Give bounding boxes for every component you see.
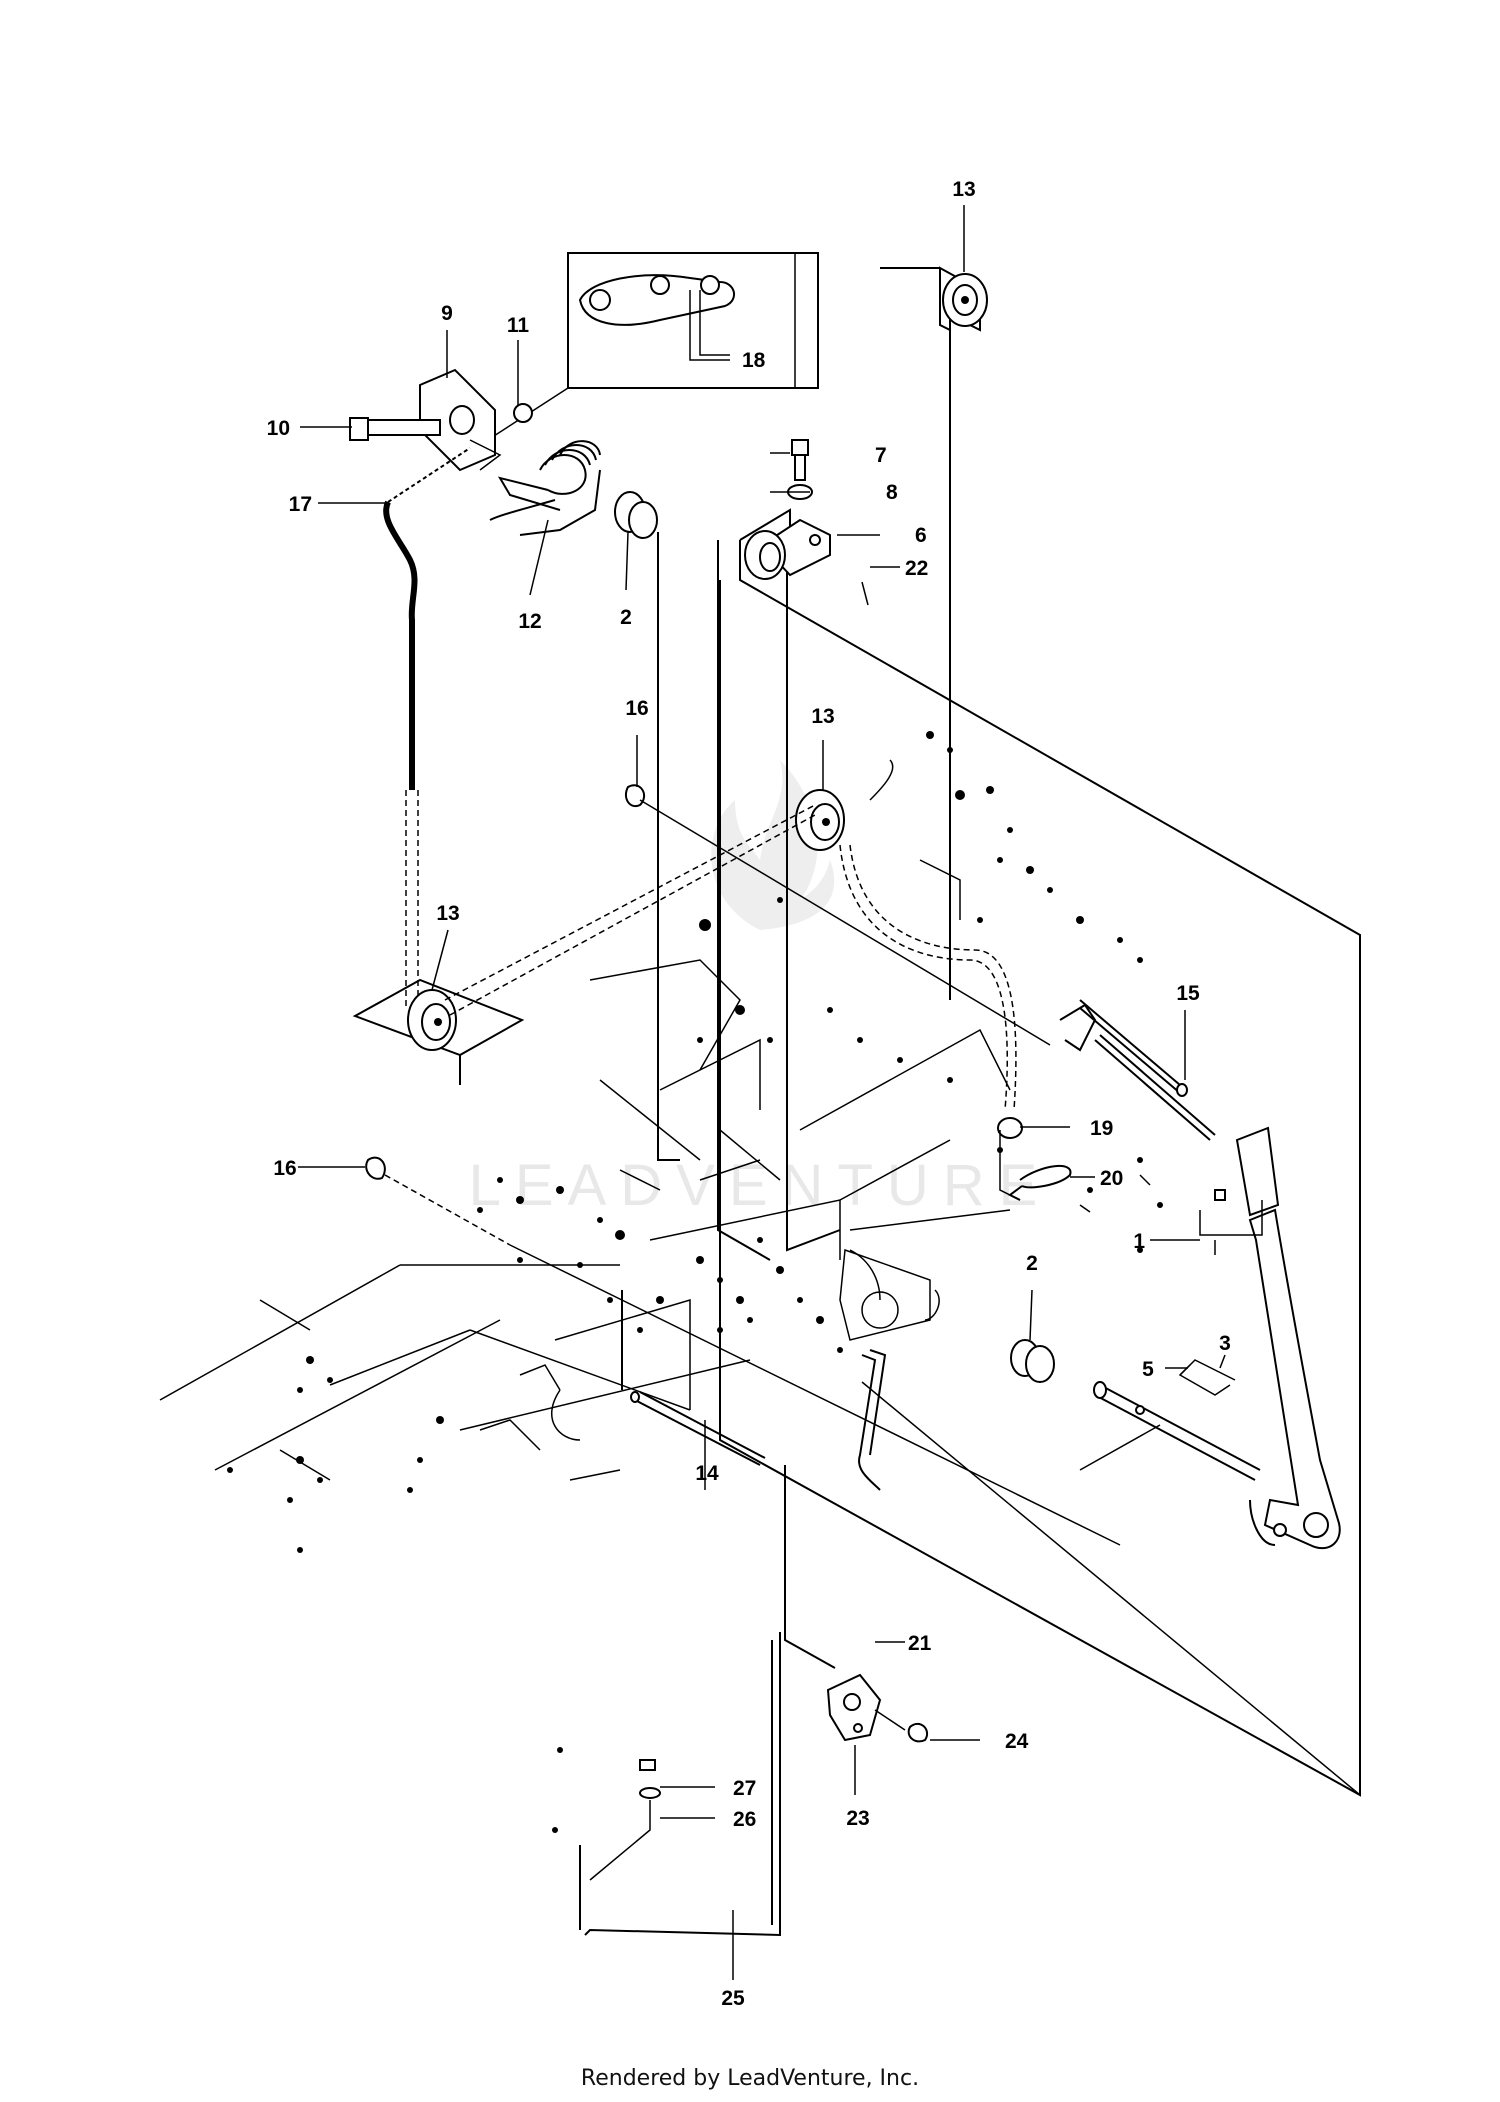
watermark-text: LEADVENTURE	[469, 1153, 1052, 1218]
callout-10: 10	[267, 417, 290, 440]
chain-bracket	[349, 368, 533, 472]
callout-15: 15	[1176, 982, 1200, 1005]
cable-chain	[383, 447, 471, 1010]
cross-shaft	[1079, 1240, 1261, 1481]
belt-path	[444, 804, 1017, 1111]
callout-19: 19	[1090, 1117, 1113, 1140]
callout-7: 7	[875, 444, 887, 467]
link-rod	[826, 1349, 1361, 1796]
callout-3: 3	[1219, 1332, 1231, 1355]
callout-2-top: 2	[620, 606, 632, 629]
pin-rod-14	[630, 1391, 766, 1466]
frame-specks	[227, 731, 1163, 1833]
rod-center-vertical	[786, 560, 841, 1252]
collar-and-pin	[997, 1117, 1072, 1201]
chain-link-inset	[479, 252, 819, 446]
callout-5: 5	[1142, 1358, 1154, 1381]
callout-24: 24	[1005, 1730, 1029, 1753]
pulley-top	[880, 266, 988, 332]
callout-20: 20	[1100, 1167, 1123, 1190]
callout-13-top: 13	[952, 178, 975, 201]
callout-27: 27	[733, 1777, 756, 1800]
callout-26: 26	[733, 1808, 756, 1831]
callout-21: 21	[908, 1632, 932, 1655]
clamp-assembly	[744, 439, 869, 606]
bottom-rod	[579, 1632, 781, 1937]
callout-8: 8	[886, 481, 898, 504]
frame-plate	[719, 540, 1361, 1797]
callout-23: 23	[846, 1807, 869, 1830]
callout-6: 6	[915, 524, 927, 547]
callout-13-left: 13	[436, 902, 459, 925]
lift-handle	[1199, 1126, 1341, 1550]
watermark: LEADVENTURE	[469, 760, 1052, 1218]
callout-1: 1	[1133, 1230, 1145, 1253]
bushing-top	[614, 491, 658, 539]
bushing-bottom	[1010, 1339, 1055, 1383]
callout-9: 9	[441, 302, 453, 325]
callout-13-mid: 13	[811, 705, 834, 728]
callout-14: 14	[695, 1462, 719, 1485]
callout-2-bottom: 2	[1026, 1252, 1038, 1275]
callout-16-top: 16	[625, 697, 648, 720]
shaft-lower	[365, 1156, 1121, 1546]
rod-left-vertical	[657, 532, 680, 1161]
rod-bottom-vertical	[784, 1465, 836, 1669]
leader-lines	[298, 205, 1226, 1980]
callout-labels: 13 9 11 18 10 17 7 8 6 22 12 2 16 13 13 …	[267, 178, 1231, 2010]
shaft-upper	[624, 784, 1188, 1097]
callout-18: 18	[742, 349, 766, 372]
pulley-middle	[795, 789, 845, 851]
callout-12: 12	[518, 610, 541, 633]
pin-rod-15	[1094, 1034, 1216, 1141]
callout-16-left: 16	[273, 1157, 296, 1180]
torsion-spring	[489, 440, 601, 536]
frame-fragments	[159, 759, 1151, 1481]
rod-plate-edge	[717, 540, 771, 1261]
callout-11: 11	[507, 314, 530, 337]
footer-credit: Rendered by LeadVenture, Inc.	[580, 2066, 920, 2091]
pulley-left	[352, 978, 525, 1085]
callout-22: 22	[905, 557, 928, 580]
callout-17: 17	[289, 493, 312, 516]
callout-25: 25	[721, 1987, 745, 2010]
